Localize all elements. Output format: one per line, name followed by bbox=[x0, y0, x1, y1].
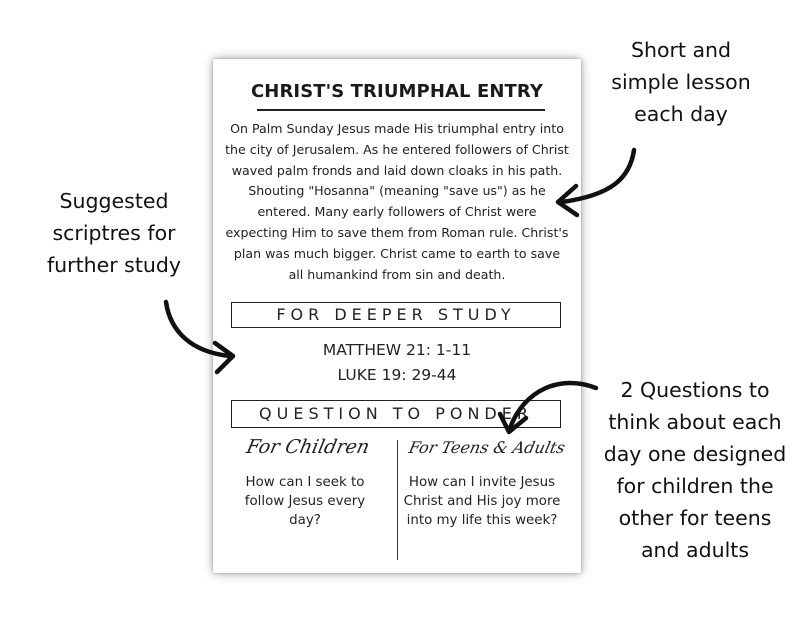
lesson-title: CHRIST'S TRIUMPHAL ENTRY bbox=[250, 81, 544, 102]
children-heading: For Children bbox=[244, 436, 372, 458]
annotation-questions: 2 Questions to think about each day one … bbox=[603, 378, 787, 562]
column-divider bbox=[397, 440, 398, 560]
verse-reference: LUKE 19: 29-44 bbox=[337, 366, 457, 384]
verse-reference: MATTHEW 21: 1-11 bbox=[322, 341, 472, 359]
ponder-heading: QUESTION TO PONDER bbox=[231, 400, 561, 428]
lesson-text: On Palm Sunday Jesus made His triumphal … bbox=[225, 121, 569, 282]
deeper-study-heading: FOR DEEPER STUDY bbox=[231, 302, 561, 328]
adults-question: How can I invite Jesus Christ and His jo… bbox=[403, 475, 561, 528]
annotation-scriptures: Suggested scriptres for further study bbox=[46, 189, 182, 277]
title-underline bbox=[257, 109, 545, 111]
lesson-card: CHRIST'S TRIUMPHAL ENTRY On Palm Sunday … bbox=[213, 59, 581, 573]
children-question: How can I seek to follow Jesus every day… bbox=[244, 475, 366, 528]
adults-heading: For Teens & Adults bbox=[407, 438, 567, 457]
annotation-lesson: Short and simple lesson each day bbox=[611, 38, 751, 126]
